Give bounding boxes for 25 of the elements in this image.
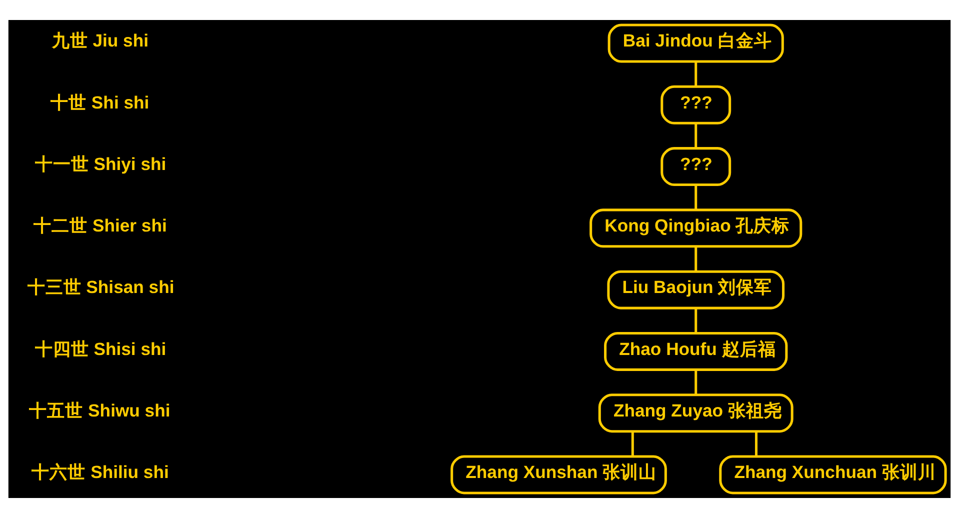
- label: 十二世 Shier shi: [34, 216, 167, 236]
- connector: [694, 370, 698, 395]
- node-box: Zhang Xunchuan 张训川: [719, 455, 947, 494]
- node-box: Bai Jindou 白金斗: [608, 24, 784, 63]
- connector: [631, 432, 634, 456]
- label: 十三世 Shisan shi: [27, 277, 174, 298]
- label: 九世 Jiu shi: [52, 30, 148, 51]
- label: 十六世 Shiliu shi: [32, 462, 169, 482]
- connector: [694, 308, 698, 333]
- label: 十四世 Shisi shi: [34, 338, 166, 359]
- node-box: Zhang Zuyao 张祖尧: [598, 394, 794, 433]
- connector: [754, 432, 758, 456]
- label: 十五世 Shiwu shi: [29, 400, 170, 420]
- connector: [694, 185, 698, 210]
- node-box: Zhang Xunshan 张训山: [450, 455, 667, 494]
- node-box: ???: [660, 147, 732, 186]
- node-box: Liu Baojun 刘保军: [607, 270, 785, 310]
- node-box: Kong Qingbiao 孔庆标: [590, 208, 802, 248]
- node-box: Zhao Houfu 赵后福: [604, 332, 788, 371]
- label: 十一世 Shiyi shi: [34, 154, 166, 174]
- label: 十世 Shi shi: [50, 92, 150, 112]
- connector: [694, 62, 698, 86]
- connector: [694, 246, 698, 272]
- connector: [694, 123, 698, 148]
- node-box: ???: [660, 85, 732, 124]
